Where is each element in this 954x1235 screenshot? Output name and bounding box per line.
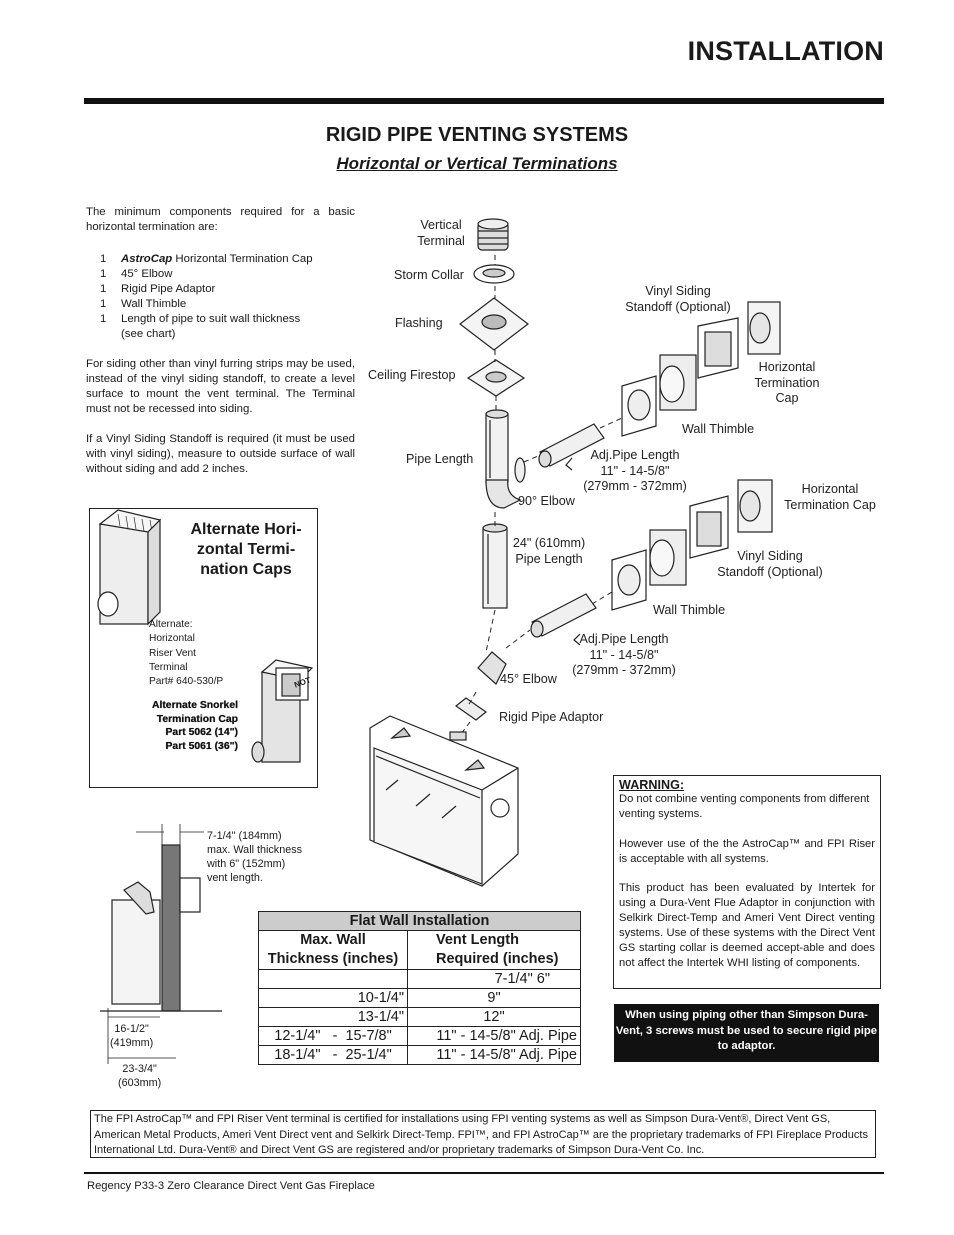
table-row: 10-1/4"9" [258,988,581,1008]
footer-rule [84,1172,884,1174]
alternate-caps-title: Alternate Hori- zontal Termi- nation Cap… [190,521,302,578]
label-vertical-terminal: Vertical Terminal [417,218,465,248]
label-elbow-90: 90° Elbow [518,494,575,508]
horizontal-cap-mid-back-icon [737,479,773,533]
table-header-thickness: Max. Wall Thickness (inches) [258,930,408,970]
horizontal-cap-top-icon [659,354,697,411]
side-view-diagram [100,824,222,1064]
label-elbow-45: 45° Elbow [500,672,557,686]
label-storm-collar: Storm Collar [394,268,464,282]
label-ceiling-firestop: Ceiling Firestop [368,368,456,382]
storm-collar-icon [473,264,515,284]
screw-note: When using piping other than Simpson Dur… [614,1004,879,1062]
label-adj-pipe-top: Adj.Pipe Length 11" - 14-5/8" (279mm - 3… [583,448,687,493]
trademark-note: The FPI AstroCap™ and FPI Riser Vent ter… [90,1110,876,1158]
pipe-24-icon [482,523,508,609]
snorkel-cap-icon [251,659,314,763]
elbow-90-icon [485,457,526,509]
label-pipe-length: Pipe Length [406,452,474,466]
section-title: RIGID PIPE VENTING SYSTEMS [325,124,629,146]
label-wall-thimble-top: Wall Thimble [682,422,755,436]
alternate-caps-box [89,508,318,788]
table-title: Flat Wall Installation [258,911,581,931]
section-subtitle: Horizontal or Vertical Terminations [336,154,618,173]
warning-box: WARNING: Do not combine venting componen… [613,775,881,989]
label-vinyl-standoff-top: Vinyl Siding Standoff (Optional) [625,284,731,314]
warning-text-3: This product has been evaluated by Inter… [619,882,875,969]
table-header-vent-length: Vent Length Required (inches) [407,930,581,970]
table-row: 13-1/4"12" [258,1007,581,1027]
vertical-terminal-icon [477,218,509,251]
page-footer: Regency P33-3 Zero Clearance Direct Vent… [87,1180,375,1192]
adj-pipe-top-icon [538,423,605,468]
label-horizontal-cap-mid: Horizontal Termination Cap [784,482,876,512]
wall-thickness-note: 7-1/4" (184mm) max. Wall thickness with … [207,830,302,884]
label-rigid-pipe-adaptor: Rigid Pipe Adaptor [499,710,604,724]
label-vinyl-standoff-mid: Vinyl Siding Standoff (Optional) [717,549,823,579]
flat-wall-table: Flat Wall Installation Max. Wall Thickne… [258,911,581,1065]
vinyl-standoff-top-icon [697,317,739,379]
wall-thimble-top-icon [621,375,657,437]
warning-heading: WARNING: [619,778,685,792]
label-pipe-24: 24" (610mm) Pipe Length [512,536,586,566]
standoff-paragraph: If a Vinyl Siding Standoff is required (… [86,433,355,475]
horizontal-cap-mid-icon [649,529,687,586]
snorkel-cap-label: Alternate Snorkel Termination Cap Part 5… [151,700,238,752]
warning-text-2: However use of the the AstroCap™ and FPI… [619,838,875,865]
horizontal-cap-top-back-icon [747,301,781,355]
riser-terminal-icon [97,509,162,626]
firestop-icon [466,359,526,397]
table-row: 12-1/4" - 15-7/8"11" - 14-5/8" Adj. Pipe [258,1026,581,1046]
dimension-16-5: 16-1/2" (419mm) [110,1023,154,1049]
fireplace-icon [369,715,519,887]
siding-paragraph: For siding other than vinyl furring stri… [86,358,355,415]
adj-pipe-mid-icon [530,593,597,638]
flashing-icon [459,297,529,351]
riser-terminal-label: Alternate: Horizontal Riser Vent Termina… [149,619,224,688]
dimension-23-75: 23-3/4" (603mm) [118,1063,162,1089]
intro-paragraph: The minimum components required for a ba… [86,206,355,233]
vinyl-standoff-mid-icon [689,495,729,559]
elbow-45-icon [477,651,507,685]
label-horizontal-cap-top: Horizontal Termination Cap [754,360,820,405]
table-row: 18-1/4" - 25-1/4"11" - 14-5/8" Adj. Pipe [258,1045,581,1065]
header-rule [84,98,884,104]
page-title: INSTALLATION [687,36,884,66]
table-row: 7-1/4" 6" [258,969,581,989]
wall-thimble-mid-icon [611,549,647,611]
rigid-pipe-adaptor-icon [454,697,488,721]
pipe-length-icon [485,409,509,483]
label-wall-thimble-mid: Wall Thimble [653,603,726,617]
list-item: (see chart) [121,328,176,340]
label-flashing: Flashing [395,316,443,330]
warning-text-1: Do not combine venting components from d… [619,793,870,820]
label-adj-pipe-mid: Adj.Pipe Length 11" - 14-5/8" (279mm - 3… [572,632,676,677]
